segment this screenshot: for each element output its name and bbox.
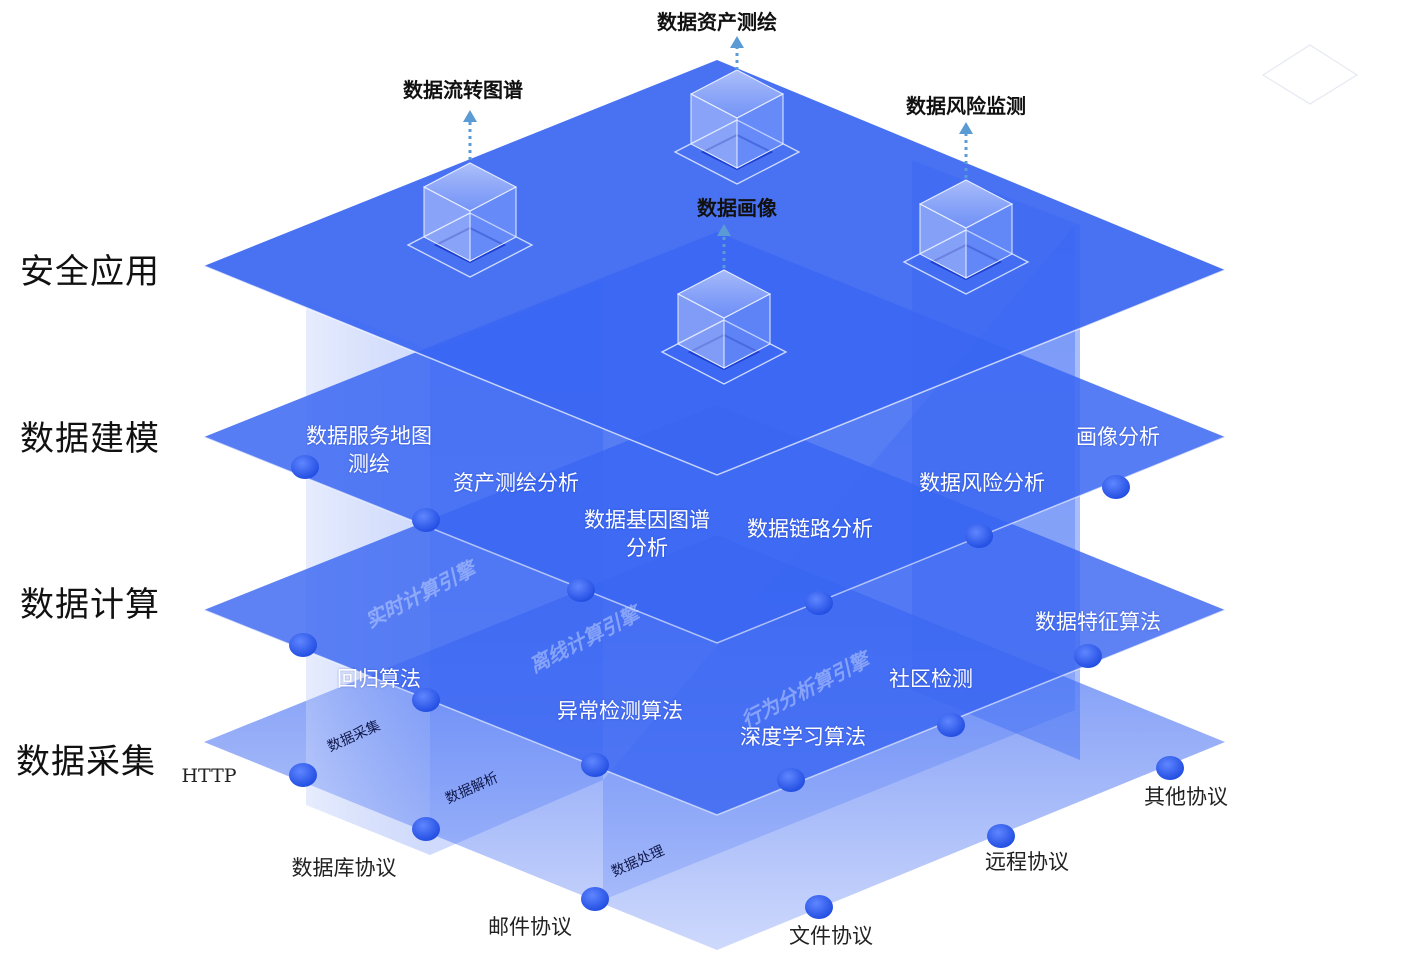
output-flow-graph: 数据流转图谱 bbox=[403, 78, 523, 102]
node-collect-database bbox=[412, 817, 440, 841]
cube-flow-graph bbox=[406, 162, 534, 278]
node-model-link-analysis bbox=[805, 591, 833, 615]
label-asset-analysis: 资产测绘分析 bbox=[453, 471, 579, 495]
label-link-analysis: 数据链路分析 bbox=[747, 517, 873, 541]
output-asset-mapping: 数据资产测绘 bbox=[657, 10, 777, 34]
label-deep-learning: 深度学习算法 bbox=[740, 725, 866, 749]
app-plane bbox=[204, 60, 1225, 475]
proto-mail: 邮件协议 bbox=[488, 915, 572, 939]
label-anomaly: 异常检测算法 bbox=[557, 699, 683, 723]
layer-title-app: 安全应用 bbox=[20, 252, 160, 292]
node-compute-deep-learning bbox=[777, 768, 805, 792]
node-group bbox=[289, 455, 1184, 919]
label-regression: 回归算法 bbox=[337, 667, 421, 691]
proto-file: 文件协议 bbox=[789, 924, 873, 948]
proto-other: 其他协议 bbox=[1144, 785, 1228, 809]
label-gene-graph-line2: 分析 bbox=[626, 536, 668, 560]
proto-remote: 远程协议 bbox=[985, 850, 1069, 874]
label-feature-algo: 数据特征算法 bbox=[1035, 610, 1161, 634]
proto-http: HTTP bbox=[181, 765, 237, 787]
label-service-map-line1: 数据服务地图 bbox=[306, 424, 432, 448]
arrow-profile bbox=[717, 224, 731, 268]
label-community: 社区检测 bbox=[889, 667, 973, 691]
node-compute-community bbox=[937, 713, 965, 737]
node-collect-mail bbox=[581, 887, 609, 911]
node-model-gene-graph bbox=[567, 578, 595, 602]
node-collect-other bbox=[1156, 756, 1184, 780]
output-risk-monitor: 数据风险监测 bbox=[906, 94, 1026, 118]
node-compute-left bbox=[289, 633, 317, 657]
label-profile-analysis: 画像分析 bbox=[1076, 425, 1160, 449]
output-profile: 数据画像 bbox=[697, 196, 777, 220]
decorative-diamond bbox=[1261, 44, 1359, 105]
node-compute-anomaly bbox=[581, 753, 609, 777]
layer-title-model: 数据建模 bbox=[20, 419, 160, 459]
arrow-asset-mapping bbox=[730, 36, 744, 70]
label-gene-graph-line1: 数据基因图谱 bbox=[584, 508, 710, 532]
cube-asset-mapping bbox=[673, 69, 801, 185]
layer-title-compute: 数据计算 bbox=[20, 585, 160, 625]
cube-profile bbox=[660, 269, 788, 385]
arrow-flow-graph bbox=[463, 110, 477, 160]
cube-risk-monitor bbox=[902, 179, 1030, 295]
node-model-service-map bbox=[291, 455, 319, 479]
arrow-risk-monitor bbox=[959, 122, 973, 178]
node-model-profile-analysis bbox=[1102, 475, 1130, 499]
model-plane-edge bbox=[203, 436, 1226, 644]
node-collect-remote bbox=[987, 824, 1015, 848]
compute-plane-edge bbox=[203, 609, 1226, 816]
node-compute-feature bbox=[1074, 644, 1102, 668]
node-compute-regression bbox=[412, 688, 440, 712]
label-risk-analysis: 数据风险分析 bbox=[919, 471, 1045, 495]
label-service-map: 数据服务地图 测绘 bbox=[306, 422, 432, 478]
node-model-risk-analysis bbox=[965, 524, 993, 548]
label-service-map-line2: 测绘 bbox=[348, 452, 390, 476]
layer-title-collect: 数据采集 bbox=[16, 742, 156, 782]
node-collect-file bbox=[805, 895, 833, 919]
app-plane-edge bbox=[203, 265, 1226, 476]
proto-database: 数据库协议 bbox=[291, 856, 397, 880]
label-gene-graph: 数据基因图谱 分析 bbox=[584, 506, 710, 562]
node-collect-http bbox=[289, 763, 317, 787]
node-model-asset-analysis bbox=[412, 508, 440, 532]
